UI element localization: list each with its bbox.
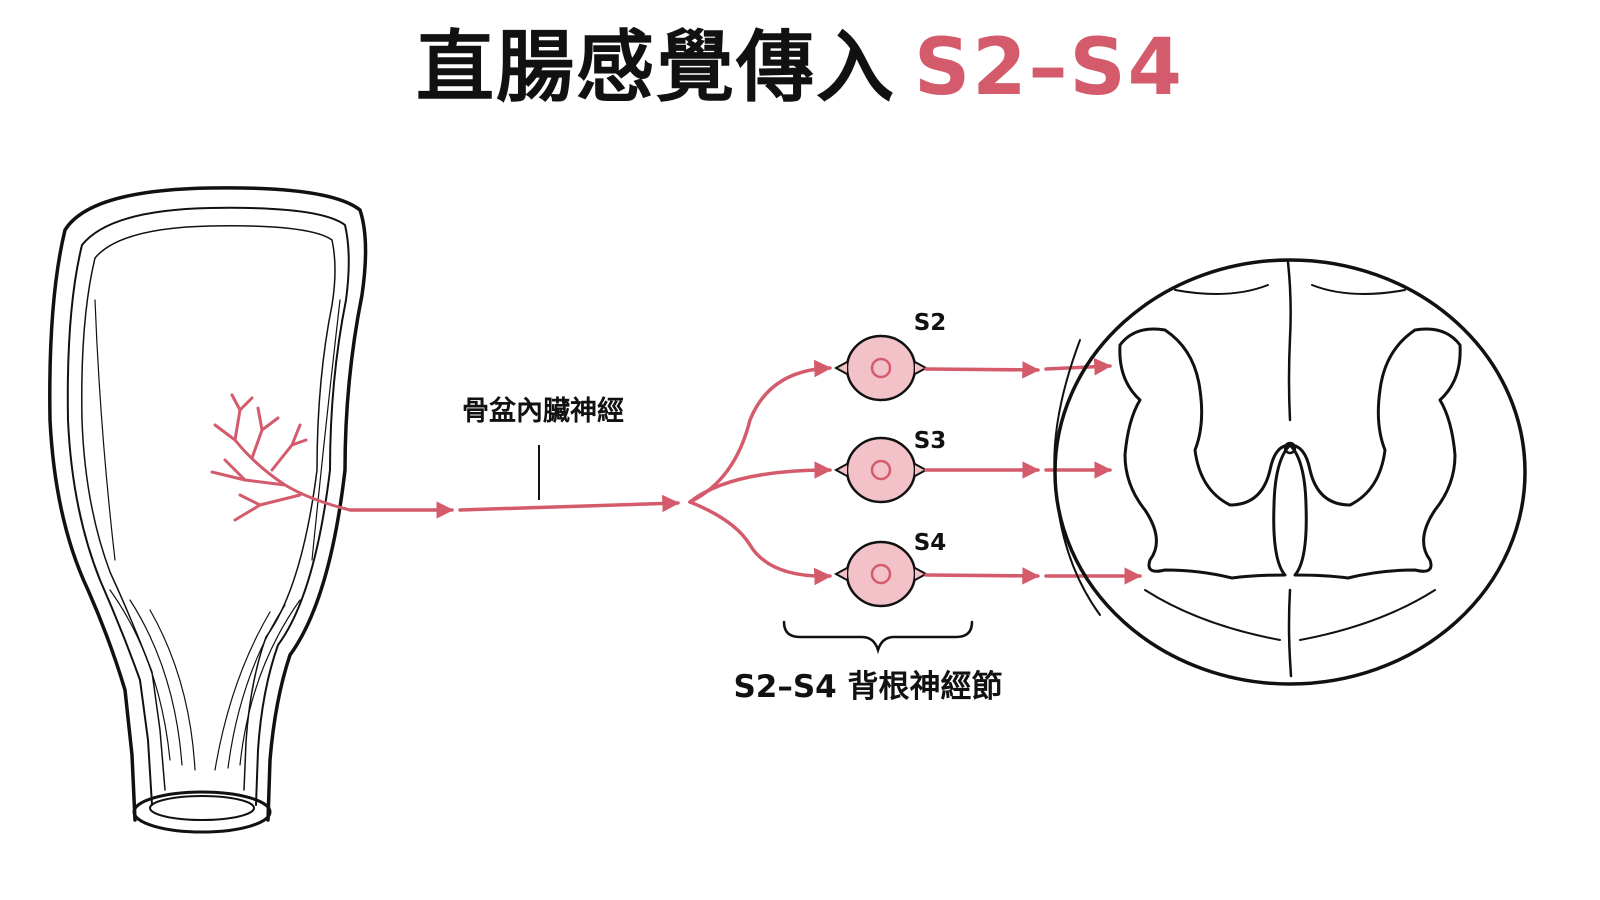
- rectal-sensory-endings: [210, 393, 352, 522]
- ganglion-s3-label: S3: [914, 428, 947, 454]
- ganglion-s3-taper-left: [833, 463, 848, 477]
- rectum-fold-2: [129, 599, 183, 766]
- rectum-fold-1: [109, 589, 171, 761]
- branch-g: [223, 458, 247, 482]
- ganglion-s4: [833, 540, 929, 608]
- nerve-segment-2: [458, 494, 680, 513]
- ganglion-s2-taper-left: [833, 361, 848, 375]
- anal-opening-outer: [132, 790, 272, 834]
- nerve-branch-s2: [688, 359, 832, 504]
- title-accent: S2–S4: [914, 23, 1184, 113]
- nerve-branch-s3: [688, 461, 832, 504]
- branch-b: [250, 406, 264, 460]
- arrow-s4-1: [924, 567, 1040, 585]
- rectum-fold-3: [149, 609, 196, 771]
- rectum-fold-6: [214, 611, 271, 771]
- ganglia-group-label: S2–S4 背根神經節: [733, 669, 1002, 705]
- branch-e: [290, 438, 308, 447]
- dorsal-horn-boundary-right: [1311, 284, 1406, 295]
- dorsal-horn-boundary-left: [1174, 284, 1269, 295]
- white-matter-boundary-left: [1144, 589, 1281, 641]
- ganglion-s4-taper-right: [914, 567, 929, 581]
- posterior-median-sulcus: [1286, 260, 1292, 422]
- ganglia-bracket: [782, 620, 974, 655]
- ganglion-s2-label: S2: [914, 310, 947, 336]
- spinal-cord-cross-section: [1053, 258, 1527, 686]
- branch-d: [270, 423, 302, 472]
- branch-c: [260, 416, 280, 432]
- pelvic-splanchnic-nerve: [348, 359, 832, 586]
- anal-opening-inner: [149, 795, 255, 821]
- afferent-arrows: [924, 357, 1142, 585]
- rectum-illustration: [48, 186, 368, 834]
- rectum-mucosa-line: [81, 225, 336, 791]
- nerve-branch-s4: [688, 500, 832, 586]
- ganglion-s2-nucleus: [870, 357, 892, 379]
- rectum-inner-wall: [66, 206, 350, 806]
- nerve-label: 骨盆內臟神經: [462, 395, 624, 427]
- title-main: 直腸感覺傳入: [416, 23, 897, 113]
- ganglion-s3-nucleus: [870, 459, 892, 481]
- anterior-median-fissure: [1287, 588, 1293, 678]
- ganglion-s4-label: S4: [914, 530, 947, 556]
- ganglion-s4-taper-left: [833, 567, 848, 581]
- branch-k: [238, 396, 254, 412]
- white-matter-boundary-right: [1299, 589, 1436, 641]
- branch-j: [230, 393, 242, 412]
- rectum-fold-4: [239, 599, 301, 766]
- arrow-s2-2: [1044, 357, 1112, 376]
- spinal-cord-left-arc: [1053, 339, 1101, 616]
- rectum-fold-5: [227, 604, 286, 769]
- branch-main: [233, 408, 352, 512]
- branch-a: [213, 423, 237, 442]
- central-canal: [1283, 441, 1297, 455]
- gray-matter: [1118, 327, 1462, 580]
- arrow-s2-1: [924, 361, 1040, 379]
- rectum-fold-7: [94, 299, 116, 561]
- ganglion-s2: [833, 334, 929, 402]
- ganglion-s3: [833, 436, 929, 504]
- rectum-fold-8: [311, 299, 341, 561]
- ganglion-s4-nucleus: [870, 563, 892, 585]
- rectum-outer-wall: [48, 186, 368, 822]
- branch-i: [238, 493, 262, 507]
- ganglion-s2-taper-right: [914, 361, 929, 375]
